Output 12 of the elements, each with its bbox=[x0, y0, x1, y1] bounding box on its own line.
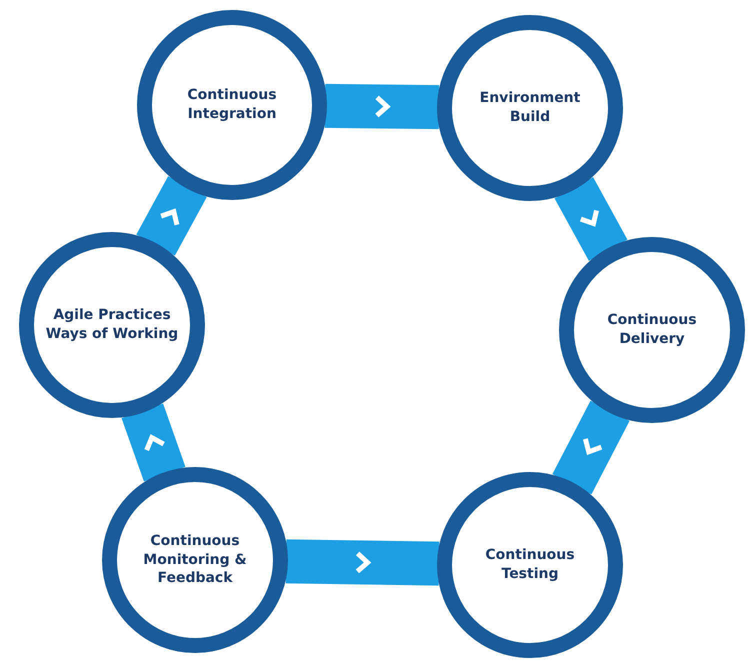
node-label: Continuous Monitoring & Feedback bbox=[142, 532, 248, 588]
node-label: Continuous Testing bbox=[484, 546, 576, 584]
arrow bbox=[554, 177, 628, 261]
node-label: Continuous Delivery bbox=[606, 311, 698, 349]
arrow bbox=[324, 84, 440, 130]
node-label: Continuous Integration bbox=[186, 86, 278, 124]
arrow bbox=[286, 539, 440, 586]
node-label: Environment Build bbox=[478, 89, 582, 127]
arrow bbox=[552, 400, 630, 494]
node-label: Agile Practices Ways of Working bbox=[44, 306, 180, 344]
arrow bbox=[136, 176, 207, 256]
arrow bbox=[122, 403, 186, 482]
